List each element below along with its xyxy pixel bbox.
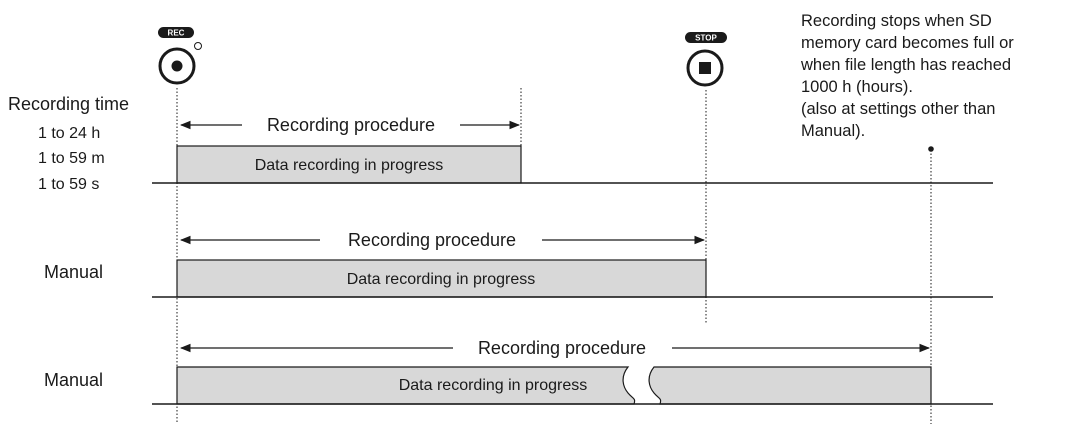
note-line: (also at settings other than [801,100,996,118]
note-line: 1000 h (hours). [801,78,913,96]
stop-badge-label: STOP [695,34,717,43]
recording-bar-label: Data recording in progress [347,271,536,288]
procedure-label: Recording procedure [348,230,516,250]
manual-label: Manual [44,370,103,390]
recording-bar-right [648,366,932,405]
row-timed: 1 to 24 h 1 to 59 m 1 to 59 s Recording … [38,115,993,193]
rec-badge-label: REC [168,29,185,38]
note-line: memory card becomes full or [801,34,1014,52]
row-manual-full: Manual Recording procedure Data recordin… [44,338,993,405]
recording-bar [176,145,522,184]
recording-bar-label: Data recording in progress [399,377,588,394]
time-label-seconds: 1 to 59 s [38,176,99,193]
rec-button-icon: REC [158,27,202,85]
note-line: Recording stops when SD [801,12,992,30]
time-label-hours: 1 to 24 h [38,125,100,142]
auto-stop-note: Recording stops when SD memory card beco… [801,10,1063,142]
time-label-minutes: 1 to 59 m [38,150,105,167]
recording-time-header: Recording time [8,94,129,114]
procedure-label: Recording procedure [478,338,646,358]
manual-label: Manual [44,262,103,282]
note-line: Manual). [801,122,866,140]
full-stop-dot [928,146,934,152]
recording-bar-left [176,366,636,405]
stop-button-icon: STOP [685,32,727,87]
recording-bar-label: Data recording in progress [255,157,444,174]
row-manual-stop: Manual Recording procedure Data recordin… [44,230,993,298]
procedure-label: Recording procedure [267,115,435,135]
recording-bar [176,259,707,298]
note-line: when file length has reached [801,56,1012,74]
